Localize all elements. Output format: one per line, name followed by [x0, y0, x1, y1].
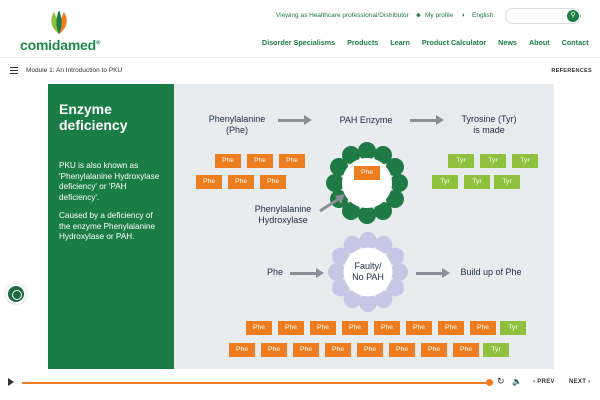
next-label: NEXT — [569, 379, 587, 385]
arrow-icon — [416, 268, 450, 278]
tyrosine-label: Tyrosine (Tyr) is made — [451, 114, 527, 136]
user-icon: ☻ — [415, 12, 422, 19]
arrow-icon — [290, 268, 324, 278]
pointer-arrow-icon — [319, 194, 345, 213]
phe-box: Phe — [421, 343, 447, 357]
search-icon[interactable]: ⚲ — [567, 10, 579, 22]
phe-box: Phe — [228, 175, 254, 189]
nav-news[interactable]: News — [498, 38, 517, 47]
chevron-right-icon: › — [586, 379, 591, 385]
arrow-icon — [410, 115, 444, 125]
module-bar: Module 1: An Introduction to PKU REFEREN… — [0, 63, 600, 79]
phe-box: Phe — [325, 343, 351, 357]
phe-box: Phe — [354, 166, 380, 180]
faulty-label-line2: No PAH — [352, 272, 384, 282]
phe-box: Phe — [453, 343, 479, 357]
phe-box: Phe — [293, 343, 319, 357]
tyr-box: Tyr — [432, 175, 458, 189]
phenylalanine-label-line1: Phenylalanine — [208, 114, 266, 124]
phenylalanine-label-line2: (Phe) — [225, 125, 248, 135]
faulty-pah-label: Faulty/ No PAH — [343, 261, 393, 283]
nav-learn[interactable]: Learn — [390, 38, 410, 47]
panel-title: Enzyme deficiency — [59, 101, 128, 133]
tyr-box: Tyr — [464, 175, 490, 189]
phe-box: Phe — [260, 175, 286, 189]
phe-box: Phe — [247, 154, 273, 168]
prev-button[interactable]: ‹ PREV — [533, 379, 555, 385]
search-input[interactable]: ⚲ — [505, 8, 581, 24]
tyrosine-label-line2: is made — [473, 125, 505, 135]
nav-contact[interactable]: Contact — [561, 38, 589, 47]
phe-box: Phe — [342, 321, 368, 335]
nav-products[interactable]: Products — [347, 38, 379, 47]
next-button[interactable]: NEXT › — [569, 379, 590, 385]
phe-box: Phe — [229, 343, 255, 357]
phe-box: Phe — [196, 175, 222, 189]
logo-registered: ® — [96, 40, 101, 47]
phe-box: Phe — [278, 321, 304, 335]
main-nav: Disorder Specialisms Products Learn Prod… — [262, 38, 588, 47]
menu-icon[interactable] — [10, 67, 18, 74]
prev-label: PREV — [537, 379, 555, 385]
phe-box: Phe — [438, 321, 464, 335]
logo[interactable]: comidamed® — [20, 8, 100, 53]
module-title: Module 1: An Introduction to PKU — [26, 67, 123, 74]
language-selector[interactable]: ◐ English — [462, 12, 493, 19]
phe-box: Phe — [357, 343, 383, 357]
tyr-box: Tyr — [448, 154, 474, 168]
chevron-left-icon: ‹ — [533, 379, 538, 385]
slide-info-panel: Enzyme deficiency PKU is also known as '… — [48, 84, 174, 369]
phe-box: Phe — [261, 343, 287, 357]
nav-disorder-specialisms[interactable]: Disorder Specialisms — [262, 38, 336, 47]
nav-product-calculator[interactable]: Product Calculator — [421, 38, 487, 47]
nav-about[interactable]: About — [528, 38, 550, 47]
panel-paragraph-2: Caused by a deficiency of the enzyme Phe… — [59, 211, 156, 241]
language-label: English — [472, 12, 494, 19]
slide: Enzyme deficiency PKU is also known as '… — [48, 84, 554, 369]
logo-leaf-icon — [51, 10, 67, 34]
faulty-label-line1: Faulty/ — [354, 261, 382, 271]
phe-box: Phe — [246, 321, 272, 335]
phe-box: Phe — [406, 321, 432, 335]
tyr-box: Tyr — [500, 321, 526, 335]
play-icon[interactable] — [8, 378, 14, 386]
progress-knob[interactable] — [486, 379, 493, 386]
phe-box: Phe — [470, 321, 496, 335]
logo-text: comidamed® — [20, 37, 100, 53]
tyr-box: Tyr — [480, 154, 506, 168]
pah-full-label-line2: Hydroxylase — [258, 215, 308, 225]
player-bar: ↻ 🔈 ‹ PREV NEXT › — [0, 372, 600, 394]
my-profile-link[interactable]: ☻My profile — [415, 12, 453, 19]
volume-icon[interactable]: 🔈 — [512, 377, 522, 386]
panel-paragraph-1: PKU is also known as 'Phenylalanine Hydr… — [59, 161, 160, 202]
globe-icon: ◐ — [462, 12, 466, 19]
role-link[interactable]: Viewing as Healthcare professional/Distr… — [276, 12, 409, 19]
site-header: comidamed® Viewing as Healthcare profess… — [0, 0, 600, 58]
pah-enzyme-label: PAH Enzyme — [339, 115, 393, 125]
phenylalanine-label: Phenylalanine (Phe) — [202, 114, 272, 136]
tyr-box: Tyr — [494, 175, 520, 189]
pah-full-label-line1: Phenylalanine — [254, 204, 312, 214]
phe-box: Phe — [279, 154, 305, 168]
pah-full-label: Phenylalanine Hydroxylase — [246, 204, 320, 226]
tyr-box: Tyr — [483, 343, 509, 357]
my-profile-label: My profile — [425, 12, 454, 19]
buildup-label: Build up of Phe — [460, 267, 522, 277]
phe-box: Phe — [374, 321, 400, 335]
tyrosine-label-line1: Tyrosine (Tyr) — [461, 114, 517, 124]
logo-wordmark: comidamed — [20, 37, 96, 53]
references-button[interactable]: REFERENCES — [551, 68, 592, 74]
progress-bar[interactable] — [22, 382, 490, 384]
phe-box: Phe — [389, 343, 415, 357]
arrow-icon — [278, 115, 312, 125]
phe-box: Phe — [310, 321, 336, 335]
tyr-box: Tyr — [512, 154, 538, 168]
phe-box: Phe — [215, 154, 241, 168]
replay-icon[interactable]: ↻ — [497, 376, 505, 386]
cookie-settings-button[interactable] — [6, 284, 26, 304]
faulty-pah-ring — [328, 232, 408, 312]
phe-label: Phe — [266, 267, 283, 277]
